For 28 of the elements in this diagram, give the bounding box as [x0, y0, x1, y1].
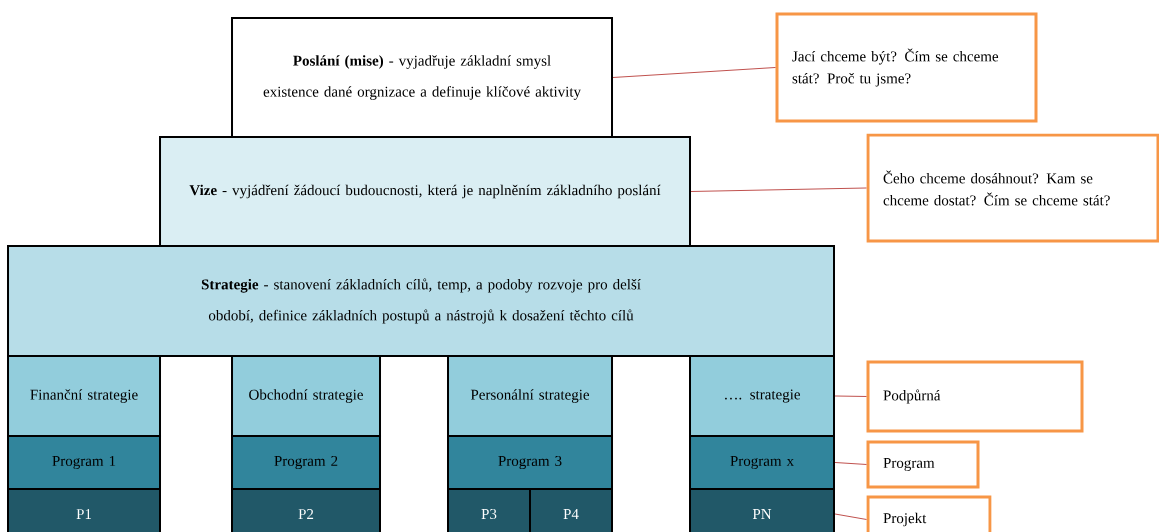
leader-line — [612, 67, 776, 78]
tier-box: Program 2 — [231, 435, 381, 490]
leader-line — [834, 395, 867, 397]
tier-box: Program x — [689, 435, 835, 490]
callout-box: Projekt — [866, 495, 992, 532]
tier-box: Strategie - stanovení základních cílů, temp, a podoby rozvoje pro delší období, definice základních postupů a nástrojů k dosažení těchto cílů — [7, 245, 835, 357]
tier-box: PN — [689, 488, 835, 532]
tier-box: P3 — [447, 488, 531, 532]
tier-box: P2 — [231, 488, 381, 532]
callout-box: Čeho chceme dosáhnout? Kam se chceme dostat? Čím se chceme stát? — [866, 133, 1159, 243]
tier-box: Program 1 — [7, 435, 161, 490]
tier-box: Poslání (mise) - vyjadřuje základní smysl existence dané orgnizace a definuje klíčové aktivity — [231, 17, 613, 138]
leader-line — [834, 462, 867, 465]
leader-line — [690, 187, 867, 192]
tier-box: Vize - vyjádření žádoucí budoucnosti, která je naplněním základního poslání — [159, 136, 691, 247]
callout-box: Podpůrná — [866, 360, 1084, 433]
tier-box: Obchodní strategie — [231, 355, 381, 437]
tier-box: P4 — [529, 488, 613, 532]
node-label: P3 — [481, 508, 497, 520]
tier-box: P1 — [7, 488, 161, 532]
callout-box: Jací chceme být? Čím se chceme stát? Proč tu jsme? — [775, 12, 1038, 123]
tier-box: Program 3 — [447, 435, 613, 490]
tier-box: Personální strategie — [447, 355, 613, 437]
tier-box: …. strategie — [689, 355, 835, 437]
node-label: P4 — [563, 509, 579, 519]
leader-line — [834, 513, 867, 520]
tier-box: Finanční strategie — [7, 355, 161, 437]
callout-box: Program — [866, 440, 980, 489]
